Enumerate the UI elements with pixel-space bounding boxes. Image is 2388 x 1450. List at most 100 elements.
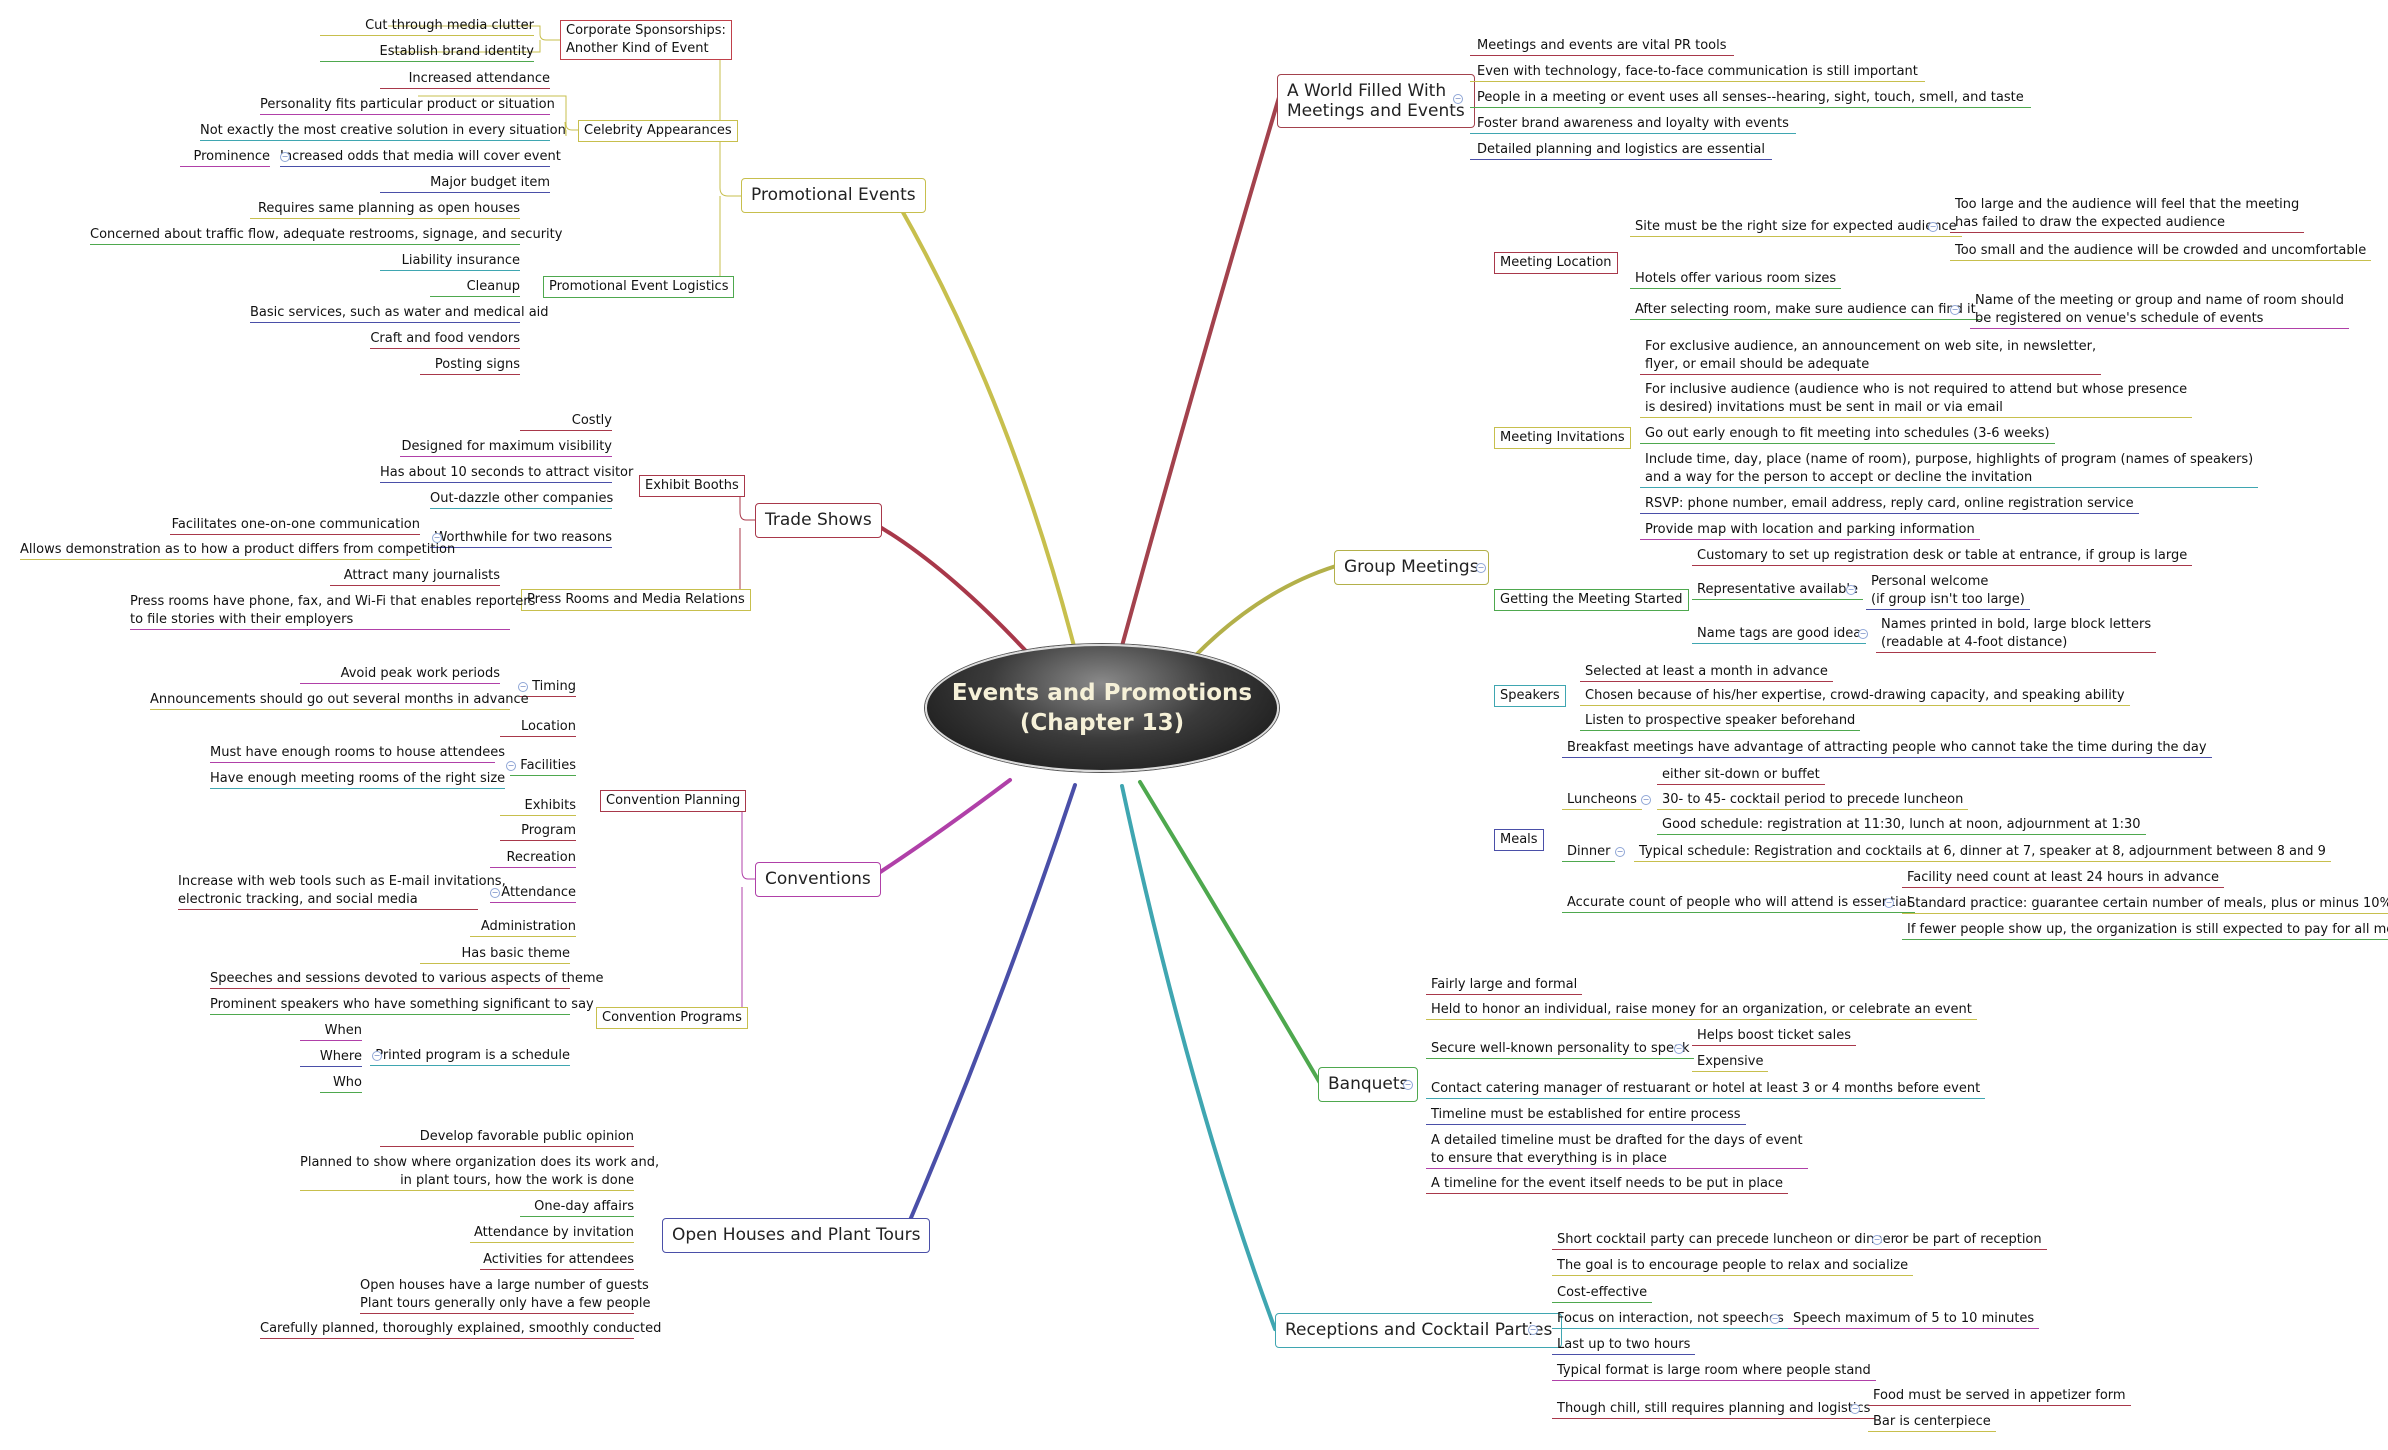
collapse-toggle-icon[interactable]: − [1453,94,1463,104]
collapse-toggle-icon[interactable]: − [1858,629,1868,639]
subtopic-meeting-invitations[interactable]: Meeting Invitations [1494,427,1631,449]
leaf-timeline-entire[interactable]: Timeline must be established for entire … [1426,1106,1746,1125]
subtopic-speakers[interactable]: Speakers [1494,685,1566,707]
leaf-goal-relax[interactable]: The goal is to encourage people to relax… [1552,1257,1914,1276]
leaf-sit-down[interactable]: either sit-down or buffet [1657,766,1825,785]
leaf-recreation[interactable]: Recreation [490,849,576,868]
subtopic-convention-planning[interactable]: Convention Planning [600,790,747,812]
leaf-cost-effective[interactable]: Cost-effective [1552,1284,1653,1303]
leaf-costly[interactable]: Costly [520,412,612,431]
leaf-max-visibility[interactable]: Designed for maximum visibility [400,438,612,457]
leaf-attendance[interactable]: Attendance [490,884,576,903]
leaf-too-small[interactable]: Too small and the audience will be crowd… [1950,242,2372,261]
leaf-when[interactable]: When [300,1022,362,1041]
leaf-enough-rooms[interactable]: Must have enough rooms to house attendee… [210,744,505,763]
leaf-part-of-reception[interactable]: or be part of reception [1890,1231,2047,1250]
leaf-demonstration[interactable]: Allows demonstration as to how a product… [20,541,455,560]
leaf-though-chill[interactable]: Though chill, still requires planning an… [1552,1400,1876,1419]
leaf-announcements[interactable]: Announcements should go out several mont… [150,691,529,710]
leaf-chosen-expertise[interactable]: Chosen because of his/her expertise, cro… [1580,687,2130,706]
leaf-registration-desk[interactable]: Customary to set up registration desk or… [1692,547,2193,566]
leaf-avoid-peak[interactable]: Avoid peak work periods [300,665,500,684]
leaf-basic-theme[interactable]: Has basic theme [420,945,570,964]
leaf-representative[interactable]: Representative available [1692,581,1864,600]
leaf-favorable-opinion[interactable]: Develop favorable public opinion [380,1128,634,1147]
topic-trade-shows[interactable]: Trade Shows [755,503,882,538]
leaf-boost-ticket[interactable]: Helps boost ticket sales [1692,1027,1856,1046]
leaf-after-selecting[interactable]: After selecting room, make sure audience… [1630,301,1981,320]
collapse-toggle-icon[interactable]: − [1476,563,1486,573]
leaf-cleanup[interactable]: Cleanup [430,278,520,297]
leaf-who[interactable]: Who [320,1074,362,1093]
leaf-name-registered[interactable]: Name of the meeting or group and name of… [1970,292,2350,329]
collapse-toggle-icon[interactable]: − [518,682,528,692]
leaf-brand-awareness[interactable]: Foster brand awareness and loyalty with … [1470,115,1796,134]
leaf-inclusive-audience[interactable]: For inclusive audience (audience who is … [1640,381,2193,418]
leaf-one-on-one[interactable]: Facilitates one-on-one communication [170,516,420,535]
leaf-location[interactable]: Location [500,718,576,737]
leaf-activities[interactable]: Activities for attendees [480,1251,634,1270]
leaf-basic-services[interactable]: Basic services, such as water and medica… [250,304,549,323]
leaf-printed-program[interactable]: Printed program is a schedule [370,1047,570,1066]
collapse-toggle-icon[interactable]: − [1950,305,1960,315]
leaf-standard-practice[interactable]: Standard practice: guarantee certain num… [1902,895,2388,914]
leaf-24-hours[interactable]: Facility need count at least 24 hours in… [1902,869,2224,888]
leaf-selected-month[interactable]: Selected at least a month in advance [1580,663,1833,682]
leaf-names-bold[interactable]: Names printed in bold, large block lette… [1876,616,2157,653]
leaf-dinner-schedule[interactable]: Typical schedule: Registration and cockt… [1634,843,2331,862]
leaf-prominence[interactable]: Prominence [180,148,270,167]
leaf-fewer-people[interactable]: If fewer people show up, the organizatio… [1902,921,2388,940]
leaf-large-room[interactable]: Typical format is large room where peopl… [1552,1362,1876,1381]
leaf-right-size[interactable]: Site must be the right size for expected… [1630,218,1962,237]
leaf-rsvp[interactable]: RSVP: phone number, email address, reply… [1640,495,2139,514]
topic-banquets[interactable]: Banquets [1318,1067,1419,1102]
subtopic-celebrity-appearances[interactable]: Celebrity Appearances [578,120,738,142]
leaf-detailed-timeline[interactable]: A detailed timeline must be drafted for … [1426,1132,1808,1169]
leaf-press-rooms-phone[interactable]: Press rooms have phone, fax, and Wi-Fi t… [130,593,535,630]
leaf-held-to-honor[interactable]: Held to honor an individual, raise money… [1426,1001,1977,1020]
leaf-speeches-sessions[interactable]: Speeches and sessions devoted to various… [210,970,603,989]
collapse-toggle-icon[interactable]: − [432,533,442,543]
leaf-cut-through-clutter[interactable]: Cut through media clutter [320,17,534,36]
collapse-toggle-icon[interactable]: − [1770,1314,1780,1324]
leaf-speech-max[interactable]: Speech maximum of 5 to 10 minutes [1788,1310,2040,1329]
topic-group-meetings[interactable]: Group Meetings [1334,550,1489,585]
leaf-prominent-speakers[interactable]: Prominent speakers who have something si… [210,996,594,1015]
leaf-posting-signs[interactable]: Posting signs [420,356,520,375]
leaf-secure-personality[interactable]: Secure well-known personality to speak [1426,1040,1695,1059]
leaf-personality-fits[interactable]: Personality fits particular product or s… [260,96,555,115]
leaf-focus-interaction[interactable]: Focus on interaction, not speeches [1552,1310,1789,1329]
leaf-increased-attendance[interactable]: Increased attendance [380,70,550,89]
leaf-media-cover[interactable]: Increased odds that media will cover eve… [280,148,561,167]
topic-conventions[interactable]: Conventions [755,862,881,897]
leaf-out-dazzle[interactable]: Out-dazzle other companies [430,490,613,509]
leaf-web-tools[interactable]: Increase with web tools such as E-mail i… [178,873,506,910]
leaf-where[interactable]: Where [300,1048,362,1067]
collapse-toggle-icon[interactable]: − [372,1051,382,1061]
leaf-go-out-early[interactable]: Go out early enough to fit meeting into … [1640,425,2055,444]
subtopic-meeting-location[interactable]: Meeting Location [1494,252,1618,274]
leaf-exclusive-audience[interactable]: For exclusive audience, an announcement … [1640,338,2102,375]
leaf-exhibits[interactable]: Exhibits [500,797,576,816]
subtopic-getting-started[interactable]: Getting the Meeting Started [1494,589,1689,611]
central-topic[interactable]: Events and Promotions (Chapter 13) [925,644,1279,772]
leaf-dinner[interactable]: Dinner [1562,843,1616,862]
leaf-program[interactable]: Program [500,822,576,841]
leaf-same-planning[interactable]: Requires same planning as open houses [250,200,520,219]
leaf-brand-identity[interactable]: Establish brand identity [320,43,534,62]
topic-promotional-events[interactable]: Promotional Events [741,178,926,213]
leaf-accurate-count[interactable]: Accurate count of people who will attend… [1562,894,1916,913]
leaf-short-cocktail[interactable]: Short cocktail party can precede luncheo… [1552,1231,1901,1250]
collapse-toggle-icon[interactable]: − [490,888,500,898]
leaf-two-reasons[interactable]: Worthwhile for two reasons [430,529,612,548]
subtopic-exhibit-booths[interactable]: Exhibit Booths [639,475,745,497]
leaf-personal-welcome[interactable]: Personal welcome(if group isn't too larg… [1866,573,2030,610]
collapse-toggle-icon[interactable]: − [1884,898,1894,908]
topic-open-houses[interactable]: Open Houses and Plant Tours [662,1218,931,1253]
leaf-good-schedule[interactable]: Good schedule: registration at 11:30, lu… [1657,816,2146,835]
leaf-name-tags[interactable]: Name tags are good idea [1692,625,1867,644]
leaf-planned-to-show[interactable]: Planned to show where organization does … [300,1154,659,1191]
collapse-toggle-icon[interactable]: − [1850,1404,1860,1414]
topic-receptions[interactable]: Receptions and Cocktail Parties [1275,1313,1563,1348]
leaf-fairly-large[interactable]: Fairly large and formal [1426,976,1583,995]
